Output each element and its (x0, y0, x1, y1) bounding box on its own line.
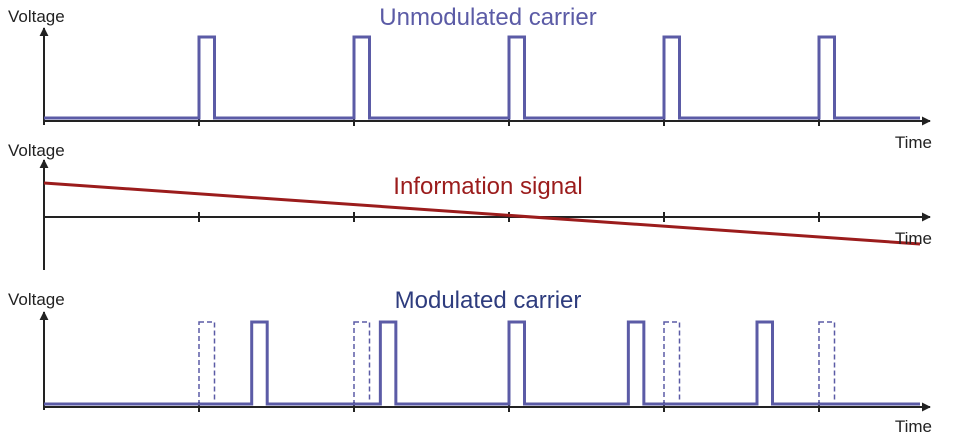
unmodulated-panel: Voltage Unmodulated carrier Time (8, 4, 932, 152)
modulated-carrier-wave (44, 320, 920, 406)
unmodulated-title: Unmodulated carrier (379, 4, 596, 31)
information-signal-line (43, 181, 921, 246)
information-x-label: Time (895, 229, 932, 248)
reference-pulse (353, 321, 371, 405)
modulated-title: Modulated carrier (395, 287, 582, 314)
modulated-panel: Voltage Modulated carrier Time (8, 287, 932, 436)
unmodulated-y-label: Voltage (8, 7, 65, 26)
unmodulated-carrier-wave (44, 35, 920, 120)
information-y-label: Voltage (8, 141, 65, 160)
information-title: Information signal (393, 173, 582, 200)
reference-pulse (818, 321, 836, 405)
modulated-y-label: Voltage (8, 290, 65, 309)
unmodulated-x-label: Time (895, 133, 932, 152)
reference-pulse (663, 321, 681, 405)
reference-pulse (198, 321, 216, 405)
information-panel: Voltage Information signal Time (8, 141, 932, 270)
modulated-x-label: Time (895, 417, 932, 436)
information-ticks (198, 212, 820, 222)
modulated-reference-pulses (198, 321, 836, 405)
